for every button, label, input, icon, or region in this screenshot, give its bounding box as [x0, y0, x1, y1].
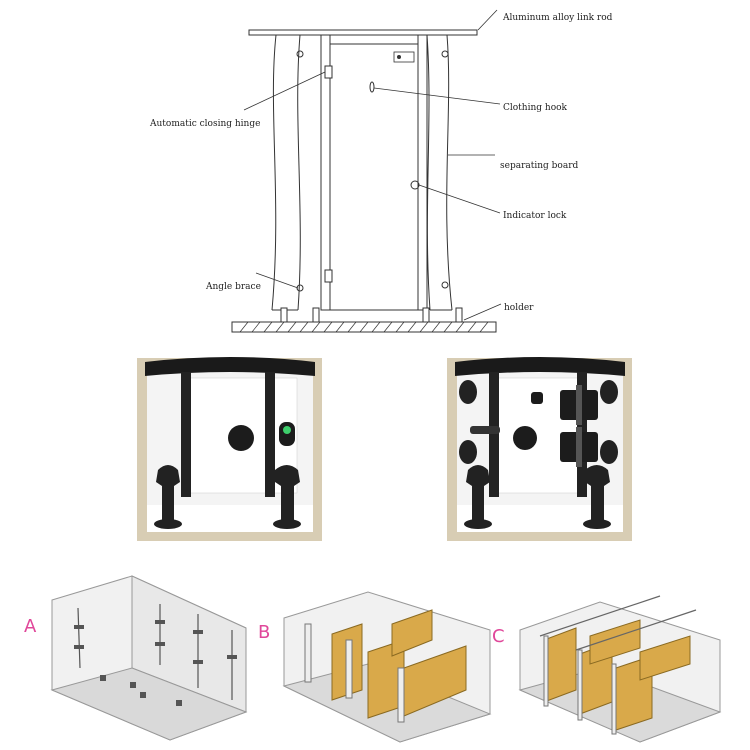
step-c-illustration	[518, 595, 722, 743]
step-a-label: A	[24, 616, 37, 637]
right-separating-board	[426, 34, 453, 311]
leg-left	[154, 465, 182, 529]
back-hardware-view	[447, 357, 632, 541]
label-aluminum-rod: Aluminum alloy link rod	[502, 13, 613, 23]
label-clothing-hook: Clothing hook	[503, 103, 568, 113]
elevation-drawing	[231, 9, 502, 333]
leg-right	[273, 465, 301, 529]
lock-knob-icon	[228, 425, 254, 451]
step-b-label: B	[258, 622, 270, 643]
step-c-label: C	[492, 626, 505, 647]
left-separating-board	[271, 34, 301, 311]
label-separating-board: separating board	[500, 161, 579, 171]
label-angle-brace: Angle brace	[205, 282, 261, 292]
label-indicator-lock: Indicator lock	[503, 211, 567, 221]
label-closing-hinge: Automatic closing hinge	[149, 119, 260, 129]
step-a-illustration	[50, 575, 248, 741]
step-b-illustration	[282, 591, 492, 743]
hinge-icon	[560, 385, 598, 467]
label-holder: holder	[504, 303, 534, 313]
closing-hinge-icon	[324, 65, 333, 79]
aluminum-rod	[248, 29, 478, 36]
back-hook-icon	[470, 426, 500, 434]
door-sign	[393, 51, 415, 63]
front-hardware-view	[137, 357, 322, 541]
clothing-hook-icon	[369, 81, 375, 93]
